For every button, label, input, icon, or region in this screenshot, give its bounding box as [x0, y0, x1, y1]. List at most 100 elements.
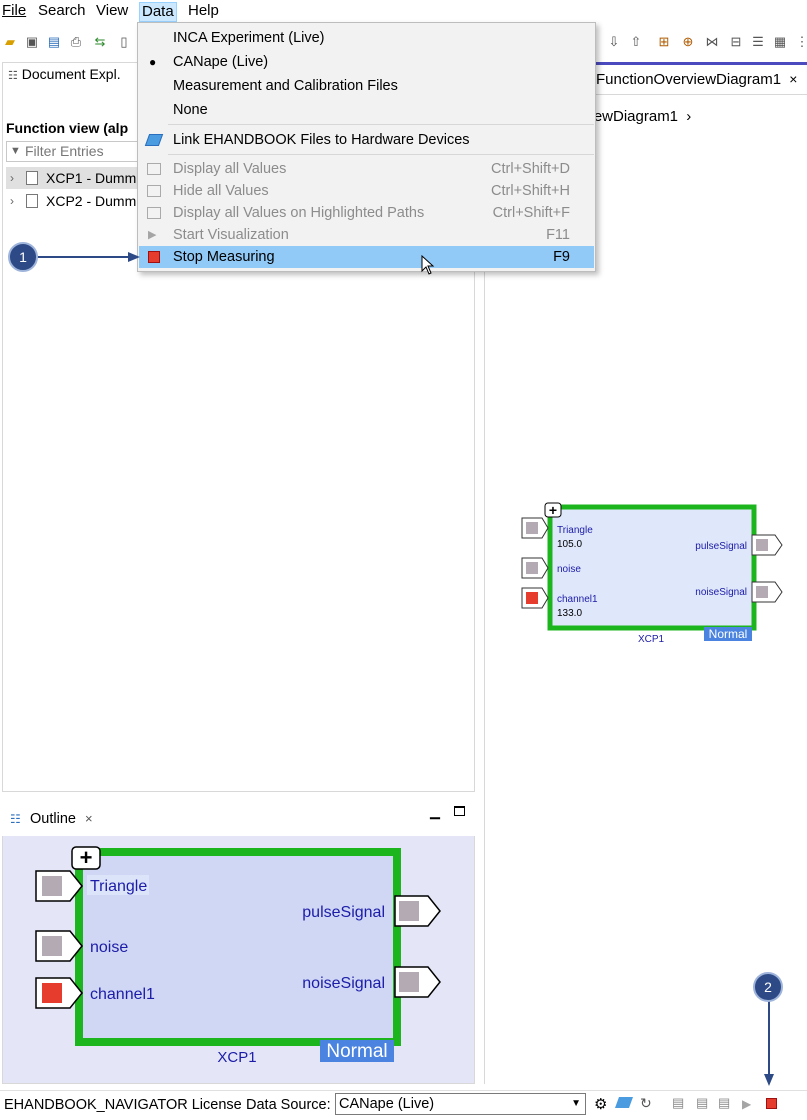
play-icon[interactable]: ▶	[742, 1097, 752, 1111]
filter-input[interactable]: ▼ Filter Entries	[6, 141, 146, 162]
menu-item-canape-live[interactable]: ● CANape (Live)	[139, 51, 594, 73]
tab-label: Outline	[30, 811, 76, 827]
menu-item-link-ehandbook[interactable]: Link EHANDBOOK Files to Hardware Devices	[139, 129, 594, 151]
toolbar: ▰ ▣ ▤ ⎙ ⇆ ▯ ⇩ ⇧ ⊞ ⊕ ⋈ ⊟ ☰ ▦ ⋮	[0, 28, 807, 56]
tree-item-label: XCP1 - Dumm	[46, 170, 137, 186]
mode-badge	[320, 1040, 394, 1062]
block-name: XCP1	[217, 1049, 256, 1066]
callout-arrow-2	[764, 1000, 774, 1086]
menu-bar: File Search View Data Help	[0, 0, 807, 22]
menu-file[interactable]: File	[2, 2, 27, 19]
input-label-triangle: Triangle	[557, 525, 593, 536]
tree-icon: ☷	[8, 70, 18, 82]
menu-item-none[interactable]: None	[139, 99, 594, 121]
menu-item-measurement-files[interactable]: Measurement and Calibration Files	[139, 75, 594, 97]
menu-item-label: Measurement and Calibration Files	[173, 78, 398, 94]
input-value-triangle: 105.0	[557, 539, 582, 550]
data-source-select[interactable]: CANape (Live) ▼	[335, 1093, 586, 1115]
chevron-right-icon[interactable]: ›	[10, 194, 14, 208]
document-icon	[26, 194, 38, 208]
radio-checked-icon: ●	[149, 55, 157, 69]
menu-item-display-highlighted[interactable]: Display all Values on Highlighted Paths …	[139, 202, 594, 224]
network-icon[interactable]: ⋈	[705, 34, 719, 49]
license-text: EHANDBOOK_NAVIGATOR License	[4, 1097, 242, 1113]
callout-badge-2: 2	[753, 972, 783, 1002]
menu-shortcut: Ctrl+Shift+H	[491, 183, 570, 199]
breadcrumb[interactable]: rviewDiagram1 ›	[578, 108, 691, 125]
minimize-icon[interactable]: ▁	[430, 804, 440, 819]
arrow-down-icon[interactable]: ⇩	[608, 34, 620, 49]
label-highlight	[87, 875, 149, 895]
highlighted-paths-icon	[147, 207, 161, 219]
data-menu-dropdown: INCA Experiment (Live) ● CANape (Live) M…	[137, 22, 596, 272]
mouse-cursor-icon	[421, 255, 435, 275]
export-icon[interactable]: ⇆	[94, 34, 106, 49]
tab-function-overview-diagram[interactable]: FunctionOverviewDiagram1 ×	[592, 66, 807, 92]
diagram-block-xcp1[interactable]: + Triangle 105.0 noise channel1 133.0 pu…	[518, 500, 807, 650]
menu-item-display-all-values[interactable]: Display all Values Ctrl+Shift+D	[139, 158, 594, 180]
plus-glyph: +	[549, 502, 557, 518]
layout-icon[interactable]: ⊟	[730, 34, 742, 49]
component-icon[interactable]: ⊞	[658, 34, 670, 49]
tab-document-explorer[interactable]: ☷ Document Expl.	[8, 66, 121, 92]
menu-item-start-visualization[interactable]: ▶ Start Visualization F11	[139, 224, 594, 246]
menu-item-label: INCA Experiment (Live)	[173, 30, 325, 46]
callout-arrow-1	[30, 252, 140, 262]
menu-item-label: Start Visualization	[173, 227, 289, 243]
port-value-indicator	[42, 876, 62, 896]
grid-icon[interactable]: ▦	[773, 34, 787, 49]
arrow-up-icon[interactable]: ⇧	[630, 34, 642, 49]
port-value-indicator	[42, 936, 62, 956]
more-icon[interactable]: ⋮	[795, 34, 807, 49]
settings-gear-icon[interactable]: ⚙	[594, 1096, 608, 1113]
port-value-indicator	[756, 586, 768, 598]
chevron-right-icon[interactable]: ›	[10, 171, 14, 185]
menu-shortcut: Ctrl+Shift+F	[492, 205, 570, 221]
menu-view[interactable]: View	[96, 2, 129, 19]
tab-label: Document Expl.	[21, 66, 121, 82]
tree-item-xcp1[interactable]: › XCP1 - Dumm	[6, 167, 141, 189]
close-icon[interactable]: ×	[789, 71, 798, 87]
menu-data[interactable]: Data	[139, 2, 177, 22]
stop-measuring-icon[interactable]	[766, 1098, 777, 1109]
menu-help[interactable]: Help	[188, 2, 219, 19]
input-label-channel1: channel1	[90, 986, 155, 1003]
input-label-noise: noise	[557, 564, 581, 575]
menu-item-inca-experiment[interactable]: INCA Experiment (Live)	[139, 27, 594, 49]
data-source-label: Data Source:	[246, 1097, 331, 1113]
link-hardware-icon	[144, 134, 164, 146]
filter-icon: ▼	[10, 145, 21, 157]
display-values-icon[interactable]: ▤	[672, 1095, 685, 1110]
menu-item-label: Display all Values on Highlighted Paths	[173, 205, 425, 221]
tree-item-xcp2[interactable]: › XCP2 - Dumm	[6, 190, 141, 212]
list-icon[interactable]: ☰	[752, 34, 764, 49]
document-icon	[26, 171, 38, 185]
close-icon[interactable]: ×	[84, 811, 93, 826]
menu-item-hide-all-values[interactable]: Hide all Values Ctrl+Shift+H	[139, 180, 594, 202]
menu-search[interactable]: Search	[38, 2, 86, 19]
block-frame	[547, 504, 757, 631]
outline-block-xcp1[interactable]: + Triangle noise channel1 pulseSignal no…	[30, 844, 450, 1066]
status-bar: EHANDBOOK_NAVIGATOR License Data Source:	[0, 1090, 807, 1120]
block-mode: Normal	[709, 627, 748, 641]
open-folder-icon[interactable]: ▰	[5, 34, 15, 49]
add-component-icon[interactable]: ⊕	[682, 34, 694, 49]
save-all-icon[interactable]: ▤	[47, 34, 61, 49]
menu-item-stop-measuring[interactable]: Stop Measuring F9	[139, 246, 594, 268]
callout-badge-1: 1	[8, 242, 38, 272]
expand-icon[interactable]	[544, 502, 562, 518]
output-label-pulsesignal: pulseSignal	[302, 904, 385, 921]
tab-active-indicator	[592, 62, 807, 65]
print-icon[interactable]: ⎙	[70, 34, 82, 49]
hide-values-icon[interactable]: ▤	[696, 1095, 709, 1110]
highlighted-paths-icon[interactable]: ▤	[718, 1095, 731, 1110]
menu-item-label: Hide all Values	[173, 183, 269, 199]
refresh-icon[interactable]: ↻	[640, 1095, 652, 1111]
menu-shortcut: F9	[553, 249, 570, 265]
tab-outline[interactable]: ☷ Outline ×	[4, 804, 96, 836]
maximize-icon[interactable]	[454, 806, 465, 816]
pdf-icon[interactable]: ▯	[120, 34, 128, 49]
section-title: Function view (alp	[6, 120, 129, 136]
save-icon[interactable]: ▣	[25, 34, 39, 49]
expand-icon[interactable]	[71, 846, 101, 870]
